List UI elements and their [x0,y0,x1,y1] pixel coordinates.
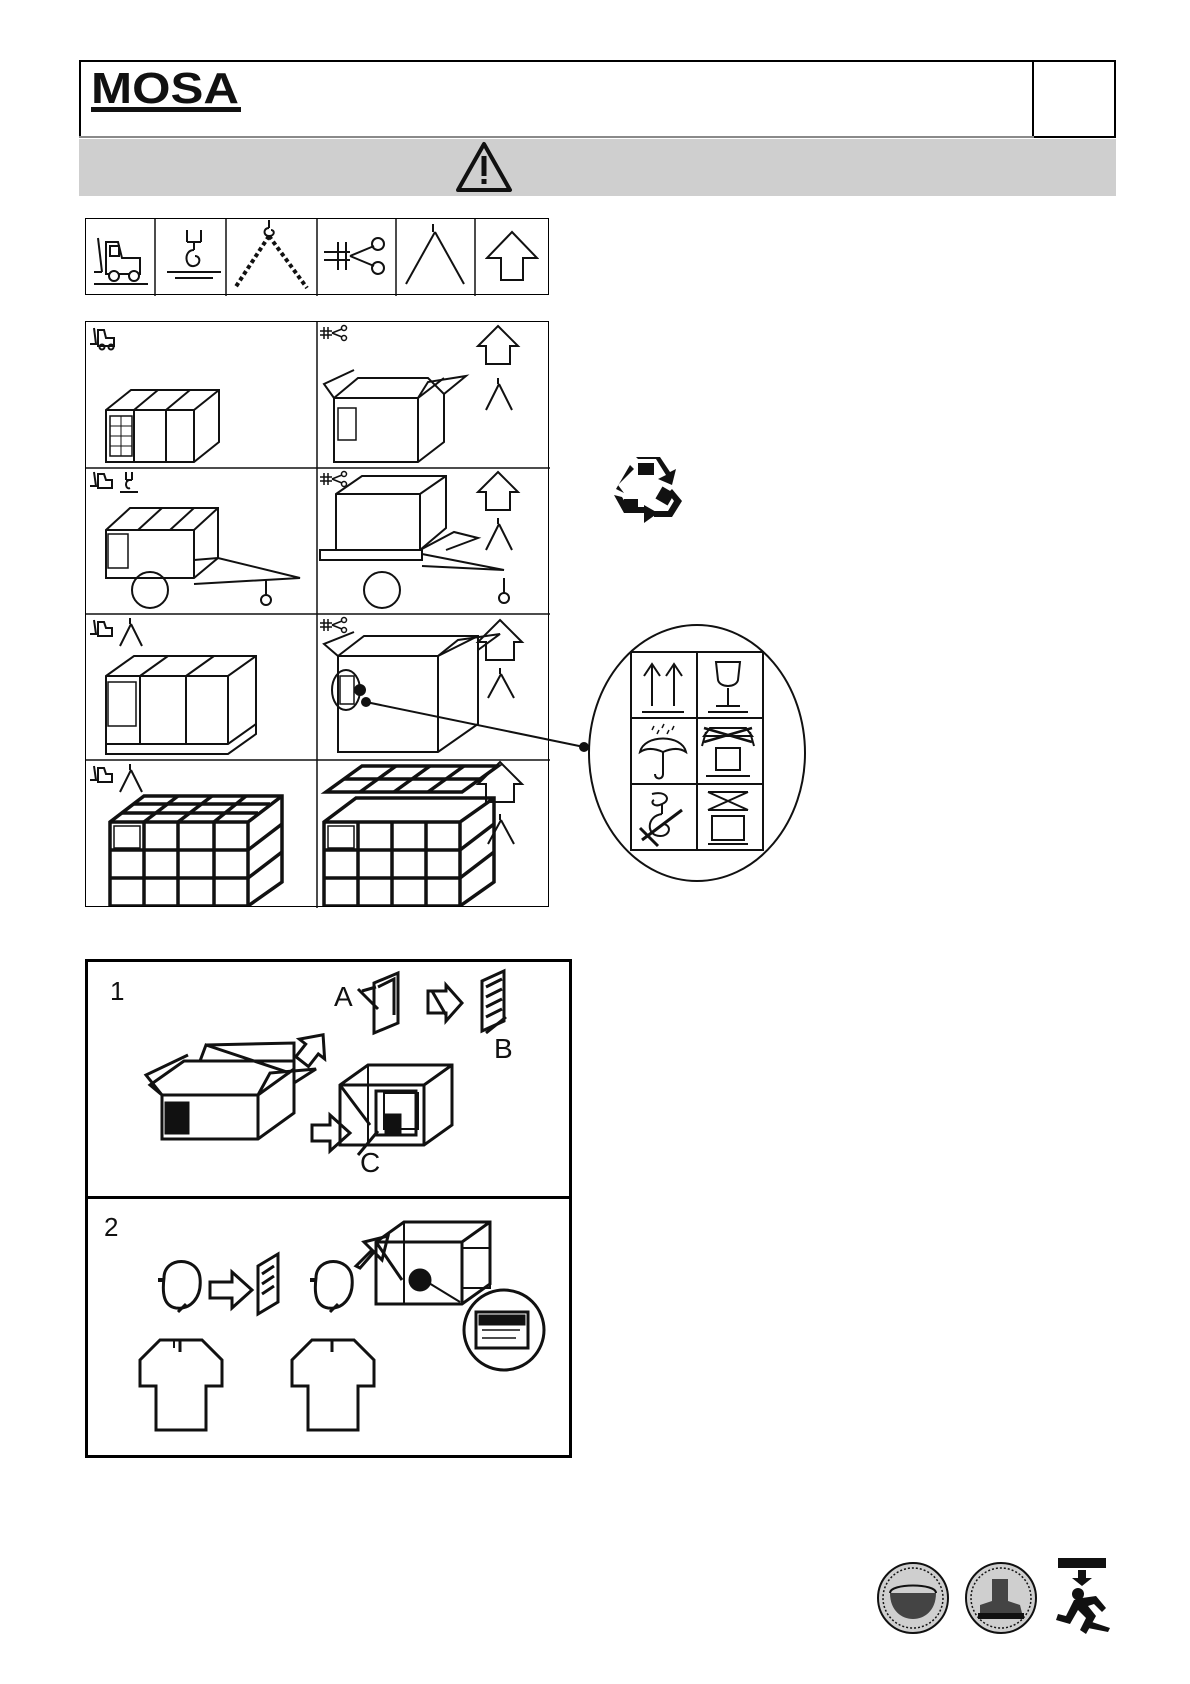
recycle-icon [610,455,684,525]
keep-dry-umbrella-icon [636,722,690,782]
step-number-1: 1 [110,976,124,1006]
handling-symbols-oval [586,622,808,884]
lifting-legend [85,218,549,295]
this-way-up-icon [636,658,690,716]
packaging-cell-stacked-crates [86,760,315,906]
header-page-box [1032,60,1116,138]
unpacking-panel-divider [85,1196,572,1199]
cut-strap-icon [322,232,388,282]
packaging-cell-forklift-box [86,322,315,466]
lifting-chain-icon [229,218,315,295]
warning-triangle-icon [455,141,513,193]
two-leg-sling-icon [400,222,470,292]
forklift-icon [92,228,150,286]
mosa-logo: MOSA [91,66,241,114]
safety-helmet-icon [876,1561,950,1635]
falling-load-hazard-icon [1050,1558,1112,1636]
unpacking-step1-drawing [140,965,560,1190]
lift-up-arrow-icon [485,230,539,282]
packaging-cell-trailer-open [318,468,548,612]
no-crushing-icon [702,788,754,848]
unpacking-step2-drawing [120,1200,560,1455]
no-stacking-icon [700,722,756,782]
fragile-glass-icon [702,658,754,716]
header-bottom-rule [79,136,1034,138]
small-forklift-icon [90,328,114,350]
packaging-cell-trailer-box [86,468,315,612]
svg-text:MOSA: MOSA [91,66,239,113]
step-number-2: 2 [104,1212,118,1242]
symbol-leader-line [360,695,590,755]
no-hooks-icon [636,788,690,848]
packaging-cell-stacked-open [318,760,548,906]
packaging-cell-pallet-box [86,614,315,758]
crane-hook-icon [165,228,223,286]
warning-band [79,139,1116,196]
safety-shoes-icon [964,1561,1038,1635]
packaging-cell-open-box [318,322,548,466]
